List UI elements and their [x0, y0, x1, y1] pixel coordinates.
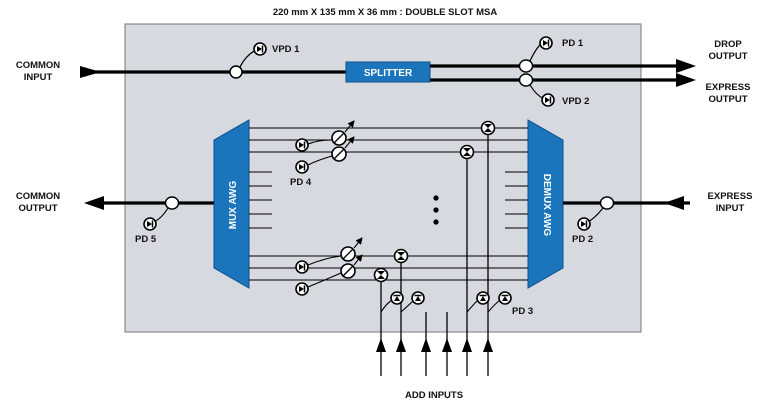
- voa-icon-4: [340, 263, 356, 279]
- pd3-label: PD 3: [512, 306, 533, 317]
- express-input-arrow: [664, 196, 684, 210]
- pd-detector-icon-d: [295, 282, 309, 296]
- express-output-arrow: [676, 73, 696, 87]
- vpd2-tap: [518, 73, 534, 87]
- pd2-label: PD 2: [572, 234, 593, 245]
- awg-stubs: [249, 171, 528, 229]
- pd1-detector-icon: [539, 36, 553, 50]
- splitter-block: [345, 61, 431, 83]
- express-input-label-2: INPUT: [716, 203, 745, 214]
- pd4-label: PD 4: [290, 177, 312, 188]
- common-output-label-1: COMMON: [16, 191, 60, 202]
- common-output-arrow: [84, 196, 104, 210]
- mux-awg-block: [213, 119, 250, 289]
- coupler-icon-3: [393, 248, 409, 264]
- vpd2-detector-icon: [541, 93, 555, 107]
- common-input-label-2: INPUT: [24, 72, 53, 83]
- voa-icon-1: [331, 130, 347, 146]
- add-inputs-label: ADD INPUTS: [405, 390, 463, 401]
- add-pd-icon-4: [498, 291, 512, 305]
- add-pd-icon-1: [390, 291, 404, 305]
- voa-icon-2: [331, 146, 347, 162]
- vpd2-label: VPD 2: [562, 96, 589, 107]
- vpd1-label: VPD 1: [272, 44, 300, 55]
- express-input-label-1: EXPRESS: [708, 191, 753, 202]
- vpd1-tap: [229, 65, 243, 79]
- add-input-fibers: [380, 135, 489, 376]
- pd1-tap: [518, 59, 534, 73]
- add-pd-icon-3: [476, 291, 490, 305]
- express-output-label-1: EXPRESS: [706, 82, 751, 93]
- coupler-icon-4: [373, 267, 389, 283]
- pd5-detector-icon: [143, 217, 157, 231]
- pd5-tap: [164, 196, 180, 210]
- add-pd-icon-2: [411, 291, 425, 305]
- splitter-label: SPLITTER: [364, 68, 413, 79]
- pd2-tap: [599, 196, 615, 210]
- pd4-detector-icon-b: [295, 160, 309, 174]
- diagram-title: 220 mm X 135 mm X 36 mm : DOUBLE SLOT MS…: [273, 7, 498, 18]
- pd4-detector-icon-a: [295, 138, 309, 152]
- pd-detector-icon-c: [295, 260, 309, 274]
- voa-icon-3: [340, 246, 356, 262]
- pd1-label: PD 1: [562, 38, 584, 49]
- drop-output-label-1: DROP: [714, 39, 742, 50]
- more-channels-dots: [433, 195, 439, 225]
- vpd1-detector-icon: [253, 42, 267, 56]
- express-output-label-2: OUTPUT: [708, 94, 747, 105]
- drop-output-label-2: OUTPUT: [708, 51, 747, 62]
- coupler-icon-2: [459, 144, 475, 160]
- pd2-detector-icon: [577, 217, 591, 231]
- demux-awg-block: [527, 119, 564, 289]
- drop-output-arrow: [676, 59, 696, 73]
- common-output-label-2: OUTPUT: [18, 203, 57, 214]
- common-input-label-1: COMMON: [16, 60, 60, 71]
- pd5-label: PD 5: [135, 234, 157, 245]
- demux-awg-label: DEMUX AWG: [541, 174, 552, 237]
- coupler-icon-1: [480, 120, 496, 136]
- common-input-arrow: [80, 66, 101, 78]
- mux-awg-label: MUX AWG: [228, 181, 239, 230]
- add-input-arrows: [376, 338, 493, 352]
